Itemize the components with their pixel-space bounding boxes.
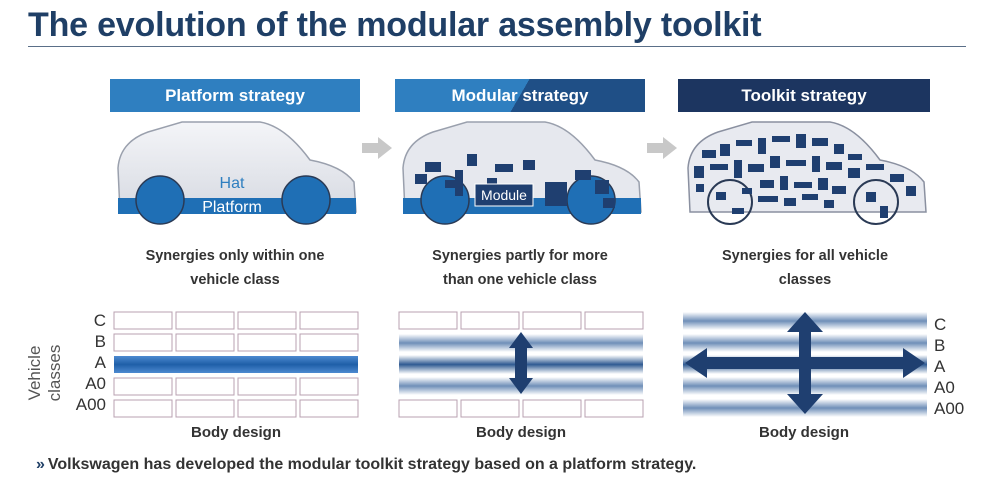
platform-x-axis-label: Body design	[190, 424, 281, 441]
toolkit-strategy-grid	[683, 312, 927, 417]
platform-strategy-title: Platform strategy	[165, 86, 305, 105]
toolkit-strategy-caption: Synergies for all vehicle classes	[721, 248, 889, 288]
toolkit-strategy-title: Toolkit strategy	[741, 86, 867, 105]
toolkit-x-axis-label: Body design	[758, 424, 849, 441]
transition-arrow-icon	[647, 137, 677, 159]
platform-strategy-header: Platform strategy	[110, 79, 360, 112]
hat-label: Hat	[220, 175, 245, 192]
modular-car-illustration: Module	[402, 121, 642, 225]
platform-label: Platform	[202, 199, 262, 216]
modular-strategy-title: Modular strategy	[451, 86, 589, 105]
double-chevron-icon: »	[36, 456, 45, 473]
page-title: The evolution of the modular assembly to…	[28, 6, 762, 44]
toolkit-car-illustration	[687, 121, 927, 225]
vertical-double-arrow-icon	[509, 332, 533, 394]
footer-text: Volkswagen has developed the modular too…	[47, 456, 697, 473]
modular-strategy-header: Modular strategy	[395, 79, 645, 112]
platform-strategy-grid	[113, 311, 359, 418]
modular-strategy-caption: Synergies partly for more than one vehic…	[432, 248, 608, 288]
toolkit-strategy-header: Toolkit strategy	[678, 79, 930, 112]
title-divider	[28, 46, 966, 47]
platform-car-illustration: Hat Platform	[117, 121, 357, 225]
footer-note: »Volkswagen has developed the modular to…	[36, 456, 696, 474]
transition-arrow-icon	[362, 137, 392, 159]
module-label: Module	[481, 187, 527, 203]
platform-strategy-caption: Synergies only within one vehicle class	[145, 248, 325, 288]
left-class-labels: C B A A0 A00	[75, 311, 106, 414]
vehicle-classes-axis-label: Vehicle classes	[25, 344, 64, 402]
right-class-labels: C B A A0 A00	[934, 315, 965, 418]
modular-x-axis-label: Body design	[475, 424, 566, 441]
four-way-arrow-icon	[685, 312, 925, 414]
modular-strategy-grid	[398, 311, 644, 418]
